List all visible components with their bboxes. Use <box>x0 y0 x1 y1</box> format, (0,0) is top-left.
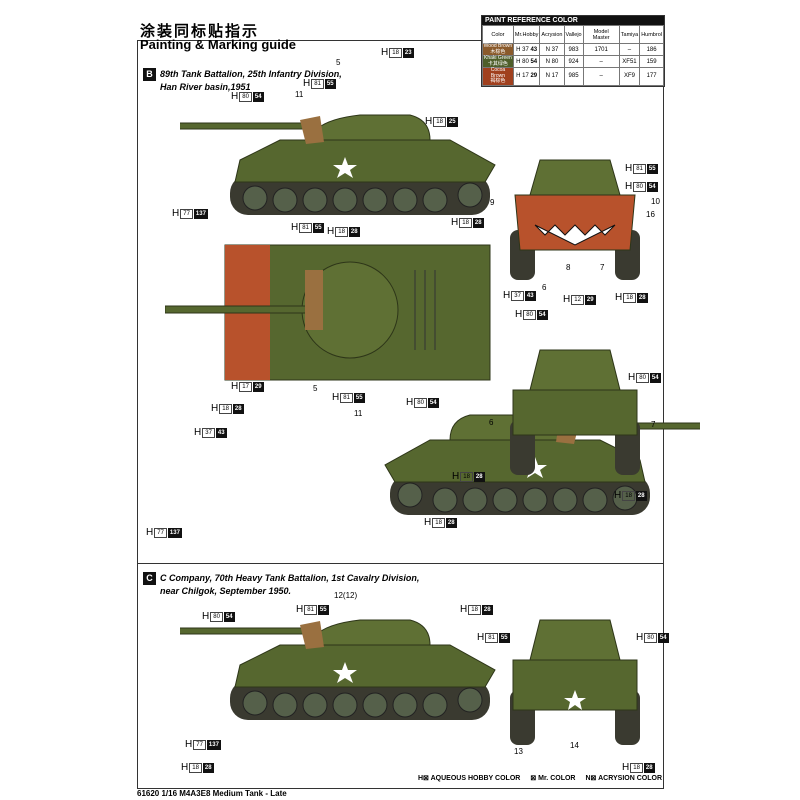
col-header: Humbrol <box>639 25 664 44</box>
footer-product: 61620 1/16 M4A3E8 Medium Tank - Late <box>137 789 287 798</box>
vallejo-cell: 985 <box>563 67 584 86</box>
part-number: 16 <box>646 210 655 219</box>
part-number: 6 <box>489 418 494 427</box>
part-number: 7 <box>651 420 656 429</box>
title-english: Painting & Marking guide <box>140 37 297 52</box>
col-header: Mr.Hobby <box>512 25 541 44</box>
color-legend: H⊠ AQUEOUS HOBBY COLOR ⊠ Mr. COLOR N⊠ AC… <box>418 774 662 782</box>
vallejo-cell: 983 <box>563 43 584 56</box>
humbrol-cell: 177 <box>639 67 664 86</box>
mrhobby-cell: H 37 43 <box>512 43 541 56</box>
col-header: Vallejo <box>563 25 584 44</box>
col-header: Acrysion <box>539 25 565 44</box>
part-number: 7 <box>600 263 605 272</box>
title-chinese: 涂装同标贴指示 <box>140 23 260 40</box>
paint-reference-table: PAINT REFERENCE COLOR Color Mr.Hobby Acr… <box>481 15 665 87</box>
col-header: Color <box>482 25 514 44</box>
tank-top-view-b <box>165 244 491 381</box>
table-header: Color Mr.Hobby Acrysion Vallejo Model Ma… <box>482 25 664 44</box>
humbrol-cell: 159 <box>639 55 664 68</box>
legend-aqueous: H⊠ AQUEOUS HOBBY COLOR <box>418 775 521 782</box>
col-header: Tamiya <box>618 25 641 44</box>
part-number: 13 <box>514 747 523 756</box>
model-master-cell: – <box>582 55 620 68</box>
humbrol-cell: 186 <box>639 43 664 56</box>
part-number: 5 <box>336 58 341 67</box>
tank-front-view-c <box>510 619 640 745</box>
part-number: 14 <box>570 741 579 750</box>
tank-rear-view-b <box>510 349 640 475</box>
model-master-cell: 1701 <box>582 43 620 56</box>
model-master-cell: – <box>582 67 620 86</box>
section-badge: C <box>143 572 156 585</box>
part-number: 11 <box>295 90 304 99</box>
section-badge: B <box>143 68 156 81</box>
part-number: 5 <box>313 384 318 393</box>
tamiya-cell: – <box>618 43 641 56</box>
tank-side-view-c <box>180 619 496 721</box>
mrhobby-cell: H 17 29 <box>512 67 541 86</box>
part-number: 6 <box>542 283 547 292</box>
paint-table-title: PAINT REFERENCE COLOR <box>482 16 664 25</box>
vallejo-cell: 924 <box>563 55 584 68</box>
acrysion-cell: N 80 <box>539 55 565 68</box>
tank-front-view-b <box>510 159 640 280</box>
page-frame <box>137 40 664 789</box>
legend-mr-color: ⊠ Mr. COLOR <box>530 775 576 782</box>
part-number: 9 <box>490 198 495 207</box>
acrysion-cell: N 17 <box>539 67 565 86</box>
part-number: 8 <box>566 263 571 272</box>
part-number: 11 <box>354 409 363 418</box>
tamiya-cell: XF51 <box>618 55 641 68</box>
col-header: Model Master <box>582 25 620 44</box>
legend-acrysion: N⊠ ACRYSION COLOR <box>585 775 662 782</box>
mrhobby-cell: H 80 54 <box>512 55 541 68</box>
part-number: 10 <box>651 197 660 206</box>
tamiya-cell: XF9 <box>618 67 641 86</box>
section-divider <box>137 563 663 564</box>
part-number: 12(12) <box>334 591 358 600</box>
acrysion-cell: N 37 <box>539 43 565 56</box>
